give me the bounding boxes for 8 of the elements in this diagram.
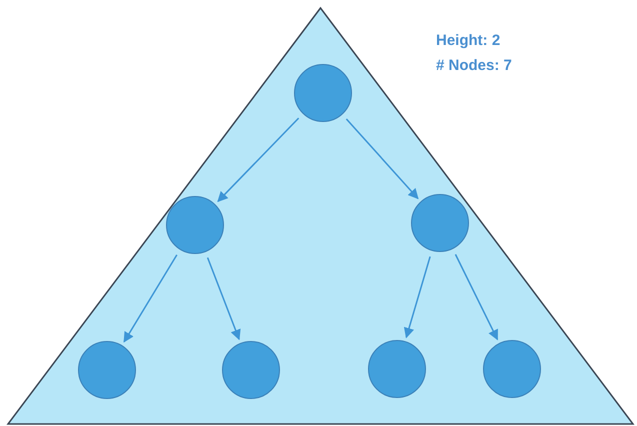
arrow <box>217 118 300 202</box>
info-text: Height: 2 <box>436 32 500 49</box>
arrow <box>123 254 178 343</box>
info-text: # Nodes: 7 <box>436 57 512 74</box>
arrow <box>206 257 241 340</box>
arrow <box>454 254 498 340</box>
arrow <box>346 118 419 200</box>
arrow <box>404 256 431 338</box>
